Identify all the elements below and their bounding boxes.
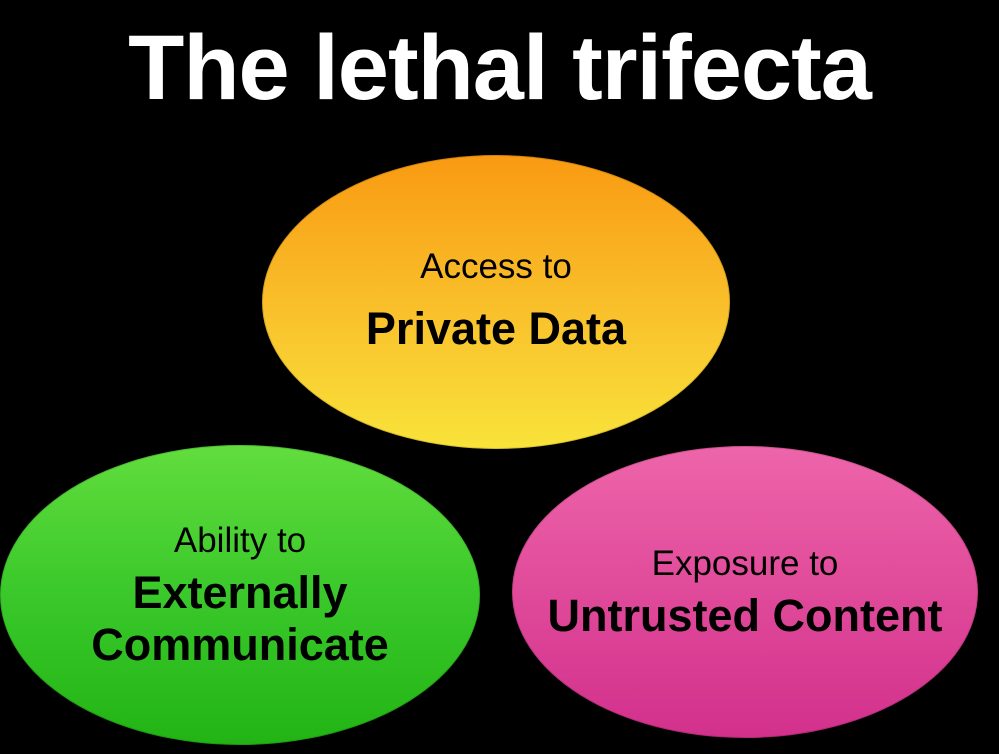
external-communication-ellipse: Ability to Externally Communicate (0, 445, 480, 745)
private-data-label-line2: Private Data (365, 303, 627, 354)
private-data-ellipse: Access to Private Data (262, 155, 730, 449)
external-communication-label-line2: Externally (132, 567, 348, 618)
untrusted-content-label-line1: Exposure to (651, 544, 839, 583)
untrusted-content-label-line2: Untrusted Content (547, 590, 943, 641)
private-data-label-line1: Access to (420, 247, 572, 286)
external-communication-label-line3: Communicate (91, 619, 389, 670)
external-communication-label-line1: Ability to (173, 521, 307, 560)
untrusted-content-ellipse: Exposure to Untrusted Content (512, 446, 978, 738)
slide-title: The lethal trifecta (128, 17, 872, 119)
